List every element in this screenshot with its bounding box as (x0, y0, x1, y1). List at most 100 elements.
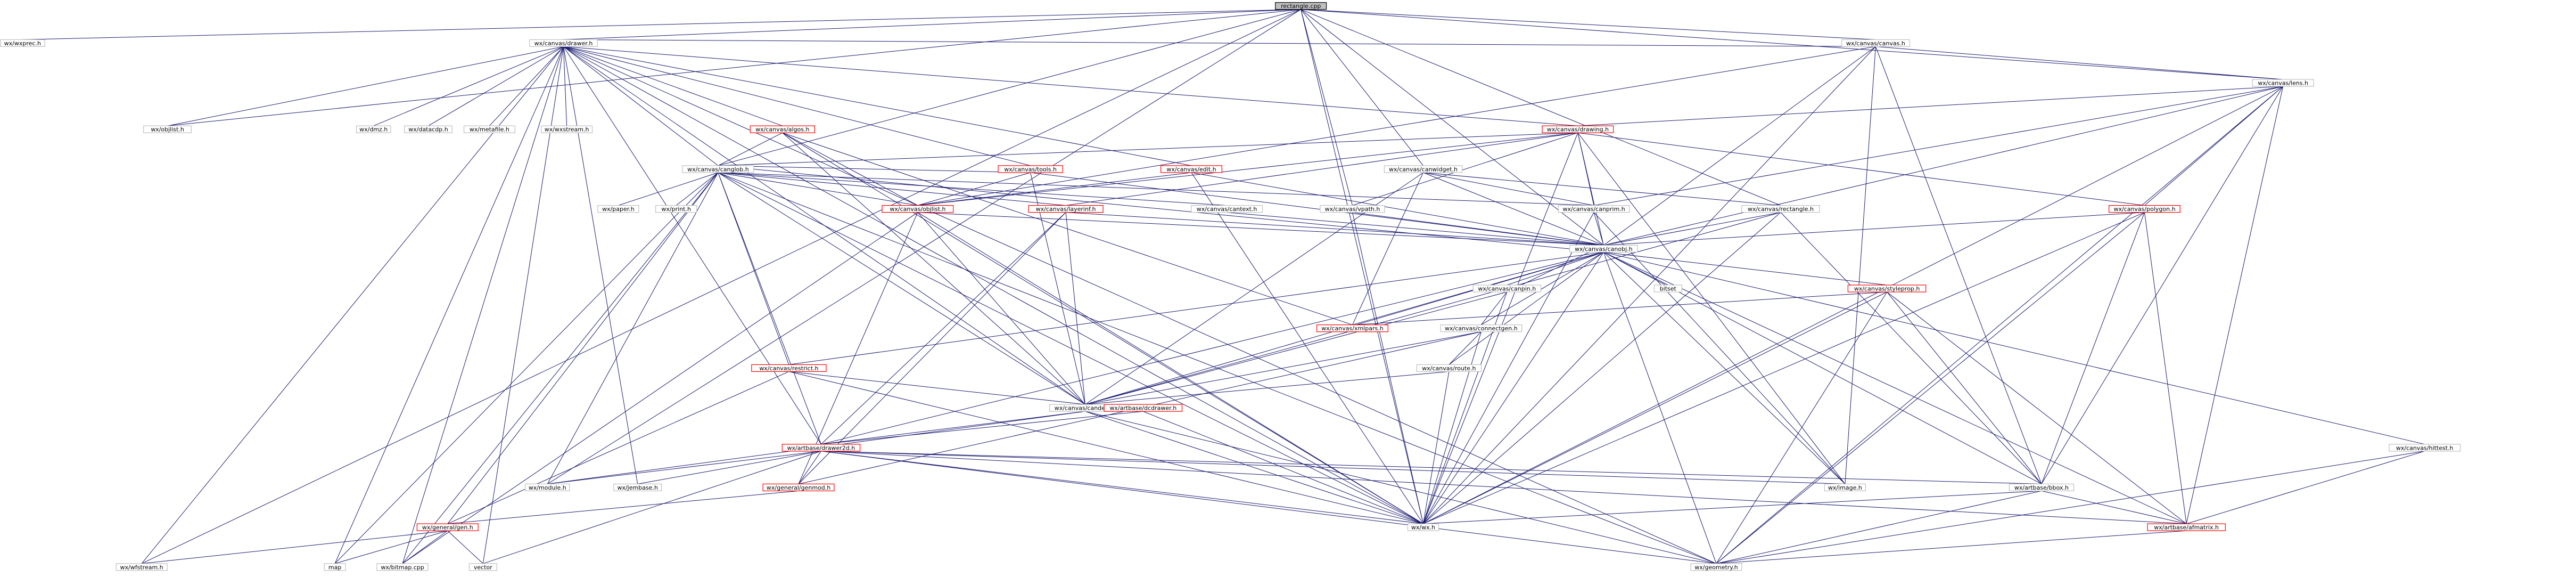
edge-canglob-to-wxh (718, 172, 1423, 524)
node-algos[interactable]: wx/canvas/algos.h (750, 125, 816, 133)
node-root[interactable]: rectangle.cpp (1275, 2, 1327, 10)
edge-root-to-drawer (563, 9, 1301, 40)
node-rectangle[interactable]: wx/canvas/rectangle.h (1741, 205, 1820, 213)
node-drawer[interactable]: wx/canvas/drawer.h (529, 39, 598, 47)
node-image[interactable]: wx/image.h (1824, 483, 1866, 492)
edge-canvas-to-image (1845, 46, 1876, 484)
node-box (762, 483, 835, 492)
node-candoc[interactable]: wx/canvas/cantext.h (1191, 205, 1263, 213)
node-vector[interactable]: vector (468, 563, 497, 571)
node-box (1690, 563, 1742, 571)
edge-canpin-to-connectgen (1481, 291, 1508, 326)
node-box (882, 205, 954, 213)
node-datacdp[interactable]: wx/datacdp.h (404, 125, 452, 133)
node-restrict[interactable]: wx/canvas/restrict.h (751, 364, 827, 372)
node-genmod[interactable]: wx/general/genmod.h (762, 483, 835, 492)
node-map[interactable]: map (324, 563, 346, 571)
node-afmatrix[interactable]: wx/artbase/afmatrix.h (2147, 523, 2226, 531)
node-wxfstream[interactable]: wx/wfstream.h (116, 563, 168, 571)
node-box (1824, 483, 1866, 492)
edge-drawer-to-algos (563, 46, 783, 126)
node-box (143, 125, 192, 133)
node-geometry[interactable]: wx/geometry.h (1690, 563, 1742, 571)
edge-root-to-canobj (1301, 9, 1604, 246)
node-canglob[interactable]: wx/canvas/canglob.h (682, 165, 754, 173)
node-module[interactable]: wx/module.h (524, 483, 570, 492)
node-bitmap[interactable]: wx/bitmap.cpp (376, 563, 429, 571)
edge-dcdrawer-to-drawer2d (821, 411, 1143, 445)
node-box (1841, 39, 1910, 47)
edge-canglob-to-layerinf (718, 172, 1066, 206)
node-routetools[interactable]: wx/canvas/route.h (1416, 364, 1482, 372)
node-styleprop[interactable]: wx/canvas/styleprop.h (1847, 285, 1927, 292)
node-hittest[interactable]: wx/canvas/hittest.h (2389, 444, 2461, 452)
node-box (1741, 205, 1820, 213)
edge-rectangle-to-canobj (1603, 212, 1781, 246)
node-edit[interactable]: wx/canvas/edit.h (1161, 165, 1223, 173)
node-canvas[interactable]: wx/canvas/canvas.h (1841, 39, 1910, 47)
node-jembase[interactable]: wx/jembase.h (613, 483, 662, 492)
edge-canglob-to-drawer2d (718, 172, 821, 444)
node-label: wx/datacdp.h (408, 126, 448, 133)
edge-vpath-to-canobj (1352, 212, 1604, 246)
node-dcdrawer[interactable]: wx/artbase/dcdrawer.h (1104, 404, 1183, 412)
node-candefs[interactable]: wx/canvas/candefs.h (1049, 404, 1121, 412)
node-label: wx/canvas/lens.h (2258, 80, 2308, 87)
edge-drawer-to-wxstream (563, 46, 567, 126)
node-objlist2[interactable]: wx/canvas/objlist.h (882, 205, 954, 213)
node-canpin[interactable]: wx/canvas/canpin.h (1472, 285, 1542, 292)
node-box (1558, 205, 1630, 213)
node-label: wx/wxprec.h (4, 40, 41, 47)
node-label: rectangle.cpp (1281, 3, 1321, 10)
edge-candgt-to-xmlpars (1352, 172, 1423, 325)
edge-drawer-to-map (334, 46, 564, 564)
node-label: wx/canvas/styleprop.h (1854, 286, 1920, 292)
node-wxprint[interactable]: wx/print.h (655, 205, 697, 213)
node-canobj[interactable]: wx/canvas/canobj.h (1569, 245, 1638, 253)
node-tools[interactable]: wx/canvas/tools.h (998, 165, 1063, 173)
node-box (1161, 165, 1223, 173)
node-canprim[interactable]: wx/canvas/canprim.h (1558, 205, 1630, 213)
node-wxprec[interactable]: wx/wxprec.h (0, 39, 45, 47)
node-gen[interactable]: wx/general/gen.h (416, 523, 479, 531)
node-candgt[interactable]: wx/canvas/canwidget.h (1384, 165, 1463, 173)
edge-canprim-to-wxh (1423, 212, 1594, 524)
node-box (1104, 404, 1183, 412)
edge-connectgen-to-routetools (1449, 331, 1482, 365)
node-connectgen[interactable]: wx/canvas/connectgen.h (1440, 324, 1522, 332)
node-objlist[interactable]: wx/objlist.h (143, 125, 192, 133)
node-drawer2d[interactable]: wx/artbase/drawer2d.h (781, 444, 861, 452)
edge-drawer2d-to-genmod (798, 451, 821, 484)
node-label: wx/canvas/canpin.h (1478, 286, 1536, 292)
node-drawing[interactable]: wx/canvas/drawing.h (1542, 125, 1614, 133)
node-layerinf[interactable]: wx/canvas/layerinf.h (1028, 205, 1104, 213)
edge-candefs-to-wxh (1085, 411, 1423, 524)
node-box (0, 39, 45, 47)
node-bbox[interactable]: wx/artbase/bbox.h (2009, 483, 2075, 492)
edge-canglob-to-objlist2 (718, 172, 918, 206)
node-label: wx/bitmap.cpp (381, 564, 424, 571)
edge-drawer2d-to-image (821, 451, 1845, 484)
edge-drawer-to-wxh (563, 46, 1423, 524)
edge-edit-to-objlist2 (917, 172, 1192, 206)
edge-drawer-to-dmz (373, 46, 564, 126)
node-wxpaper[interactable]: wx/paper.h (597, 205, 639, 213)
edge-routetools-to-candefs (1085, 371, 1449, 405)
node-box (1407, 523, 1439, 531)
node-label: wx/artbase/drawer2d.h (787, 444, 855, 451)
node-wxh[interactable]: wx/wx.h (1407, 523, 1439, 531)
node-vpath[interactable]: wx/canvas/vpath.h (1320, 205, 1385, 213)
node-lens[interactable]: wx/canvas/lens.h (2252, 79, 2314, 87)
edge-restrict-to-wxh (788, 371, 1423, 524)
node-bitset[interactable]: bitset (1653, 285, 1682, 292)
node-metafile[interactable]: wx/metafile.h (463, 125, 516, 133)
node-polygon[interactable]: wx/canvas/polygon.h (2109, 205, 2180, 213)
node-dmz[interactable]: wx/dmz.h (356, 125, 391, 133)
edge-root-to-canvas (1301, 9, 1876, 40)
edge-bbox-to-wxh (1423, 490, 2042, 524)
node-wxstream[interactable]: wx/wxstream.h (540, 125, 593, 133)
edge-root-to-wxprec (22, 9, 1301, 40)
node-xmlpars[interactable]: wx/canvas/xmlpars.h (1316, 324, 1388, 332)
edge-polygon-to-afmatrix (2144, 212, 2187, 524)
